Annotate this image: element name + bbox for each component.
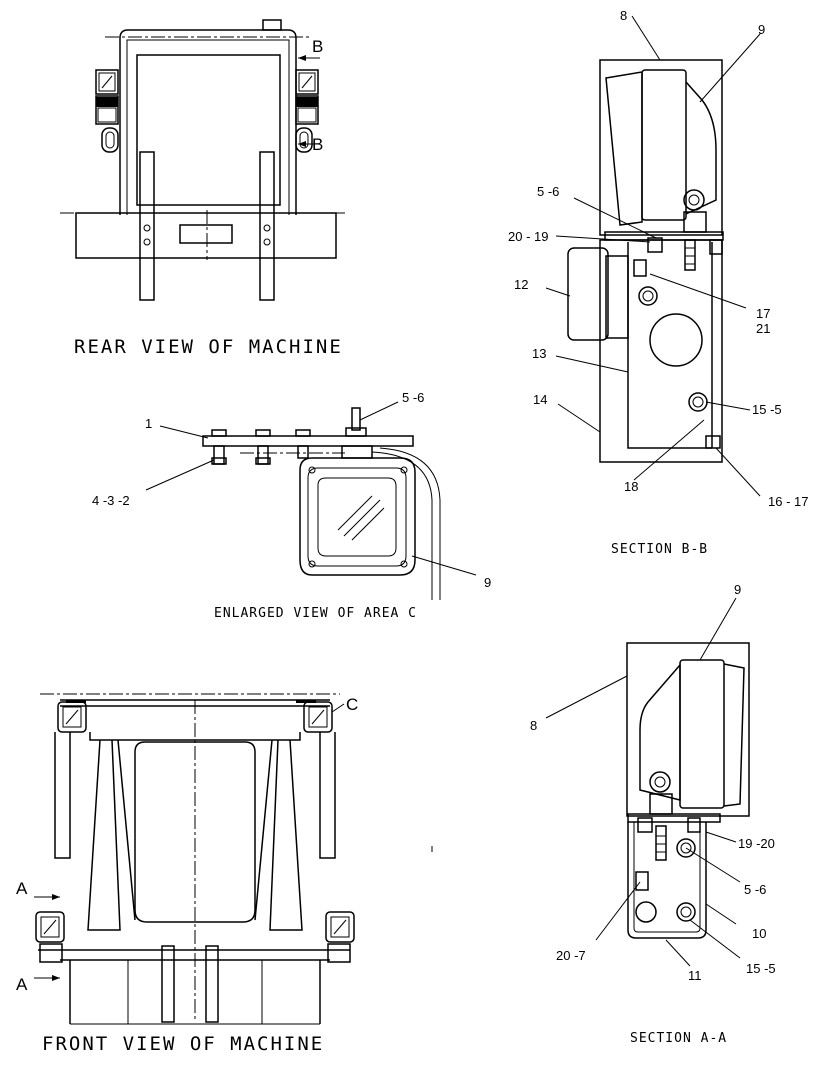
callout-bb-18: 18 — [624, 479, 638, 494]
callout-bb-14: 14 — [533, 392, 547, 407]
caption-section-aa: SECTION A-A — [630, 1031, 727, 1046]
caption-section-bb: SECTION B-B — [611, 542, 708, 557]
callout-aa-5-6: 5 -6 — [744, 882, 766, 897]
callout-aa-15-5: 15 -5 — [746, 961, 776, 976]
section-marker-b-top: B — [312, 37, 323, 56]
area-marker-c: C — [346, 695, 358, 714]
callout-1: 1 — [145, 416, 152, 431]
callout-bb-5-6: 5 -6 — [537, 184, 559, 199]
front-view-drawing — [34, 693, 433, 1025]
callout-bb-17: 17 — [756, 306, 770, 321]
rear-view-drawing — [60, 19, 345, 301]
caption-front-view: FRONT VIEW OF MACHINE — [42, 1033, 324, 1055]
section-marker-b-bottom: B — [312, 135, 323, 154]
callout-aa-9: 9 — [734, 582, 741, 597]
callout-aa-10: 10 — [752, 926, 766, 941]
callout-bb-15-5: 15 -5 — [752, 402, 782, 417]
callout-bb-8: 8 — [620, 8, 627, 23]
callout-aa-11: 11 — [688, 968, 702, 983]
callout-4-3-2: 4 -3 -2 — [92, 493, 130, 508]
caption-rear-view: REAR VIEW OF MACHINE — [74, 336, 343, 358]
callout-enlarged-5-6: 5 -6 — [402, 390, 424, 405]
callout-bb-12: 12 — [514, 277, 528, 292]
callout-aa-8: 8 — [530, 718, 537, 733]
callout-bb-9: 9 — [758, 22, 765, 37]
callout-aa-20-7: 20 -7 — [556, 948, 586, 963]
section-aa-drawing — [545, 597, 750, 967]
enlarged-view-drawing — [145, 401, 477, 600]
section-marker-a-top: A — [16, 879, 28, 898]
callout-bb-13: 13 — [532, 346, 546, 361]
callout-enlarged-9: 9 — [484, 575, 491, 590]
callout-bb-20-19: 20 - 19 — [508, 229, 548, 244]
callout-aa-19-20: 19 -20 — [738, 836, 775, 851]
section-marker-a-bottom: A — [16, 975, 28, 994]
section-bb-drawing — [545, 15, 761, 497]
callout-bb-16-17: 16 - 17 — [768, 494, 808, 509]
caption-enlarged-view: ENLARGED VIEW OF AREA C — [214, 606, 417, 621]
callout-bb-21: 21 — [756, 321, 770, 336]
